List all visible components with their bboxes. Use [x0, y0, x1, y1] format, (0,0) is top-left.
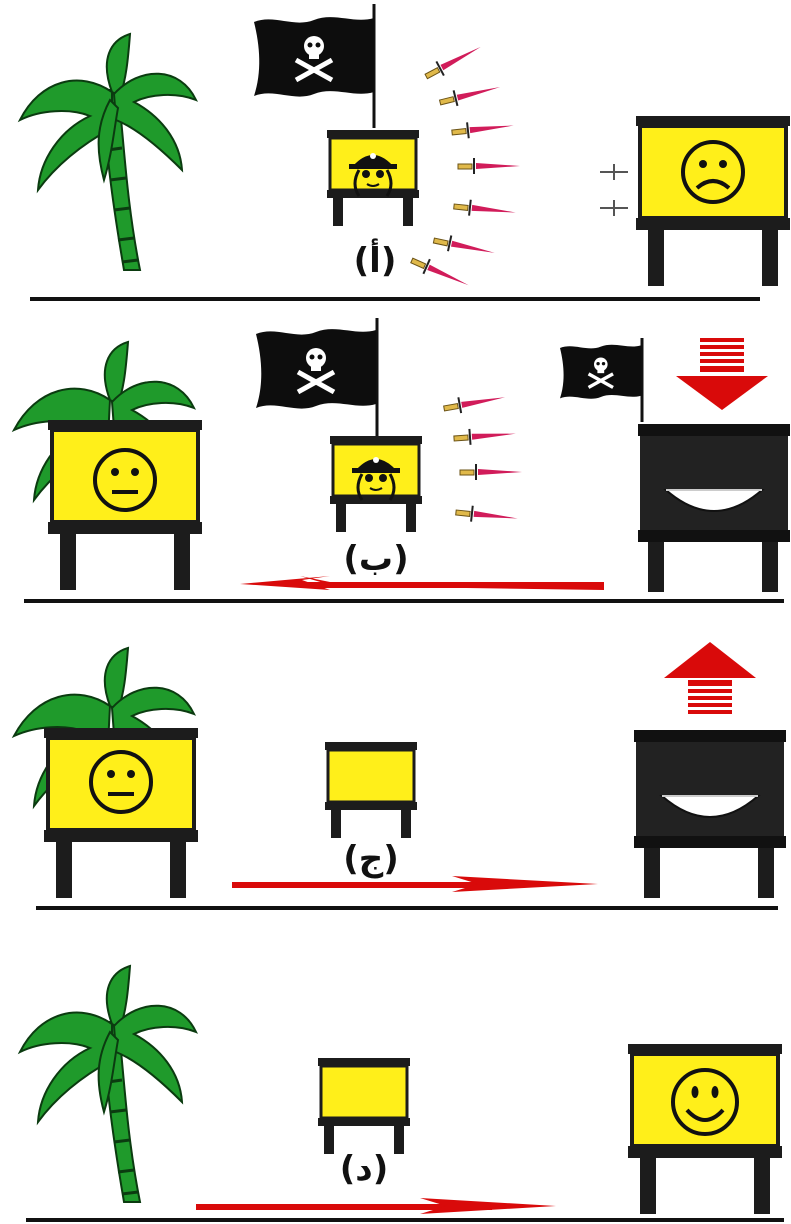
neutral-face-icon [95, 450, 155, 510]
panel-label-d: (د) [340, 1149, 389, 1189]
palm-tree-icon [20, 966, 196, 1202]
pirate-flag-icon [256, 329, 376, 408]
arrow-down-icon [676, 338, 768, 410]
arrow-up-icon [664, 642, 756, 714]
dagger-group [443, 389, 522, 526]
panel-c: (ج) [14, 642, 786, 908]
movement-arrow-right [196, 1198, 556, 1214]
stuck-daggers [600, 164, 628, 216]
dagger-icon [438, 79, 502, 110]
palm-tree-icon [20, 34, 196, 270]
dagger-icon [453, 426, 516, 446]
dagger-icon [453, 198, 516, 220]
panel-label-c: (ج) [343, 839, 399, 879]
movement-arrow-left [240, 576, 604, 590]
dagger-icon [409, 253, 472, 293]
dagger-group [409, 40, 520, 293]
movement-arrow-right [232, 876, 598, 892]
dagger-icon [455, 504, 518, 526]
dagger-icon [460, 464, 522, 480]
panel-label-b: (ب) [343, 539, 408, 579]
dagger-icon [458, 158, 520, 174]
neutral-face-icon [91, 752, 151, 812]
pirate-hive [327, 130, 419, 226]
sad-face-icon [683, 142, 743, 202]
pirate-flag-icon [254, 17, 374, 96]
hive-captured [638, 424, 790, 592]
pirate-flag-icon [560, 345, 642, 399]
happy-face-icon [673, 1070, 737, 1134]
dagger-icon [432, 232, 496, 261]
panel-label-a: (أ) [354, 238, 397, 281]
pirate-hive [330, 436, 422, 532]
hive-captured [634, 730, 786, 898]
panel-d: (د) [20, 966, 784, 1220]
panel-b: (ب) [14, 318, 790, 601]
panel-a: (أ) [20, 4, 790, 299]
dagger-icon [443, 389, 507, 416]
dagger-icon [451, 118, 514, 140]
empty-hive [318, 1058, 410, 1154]
empty-hive [325, 742, 417, 838]
dagger-icon [422, 40, 484, 83]
